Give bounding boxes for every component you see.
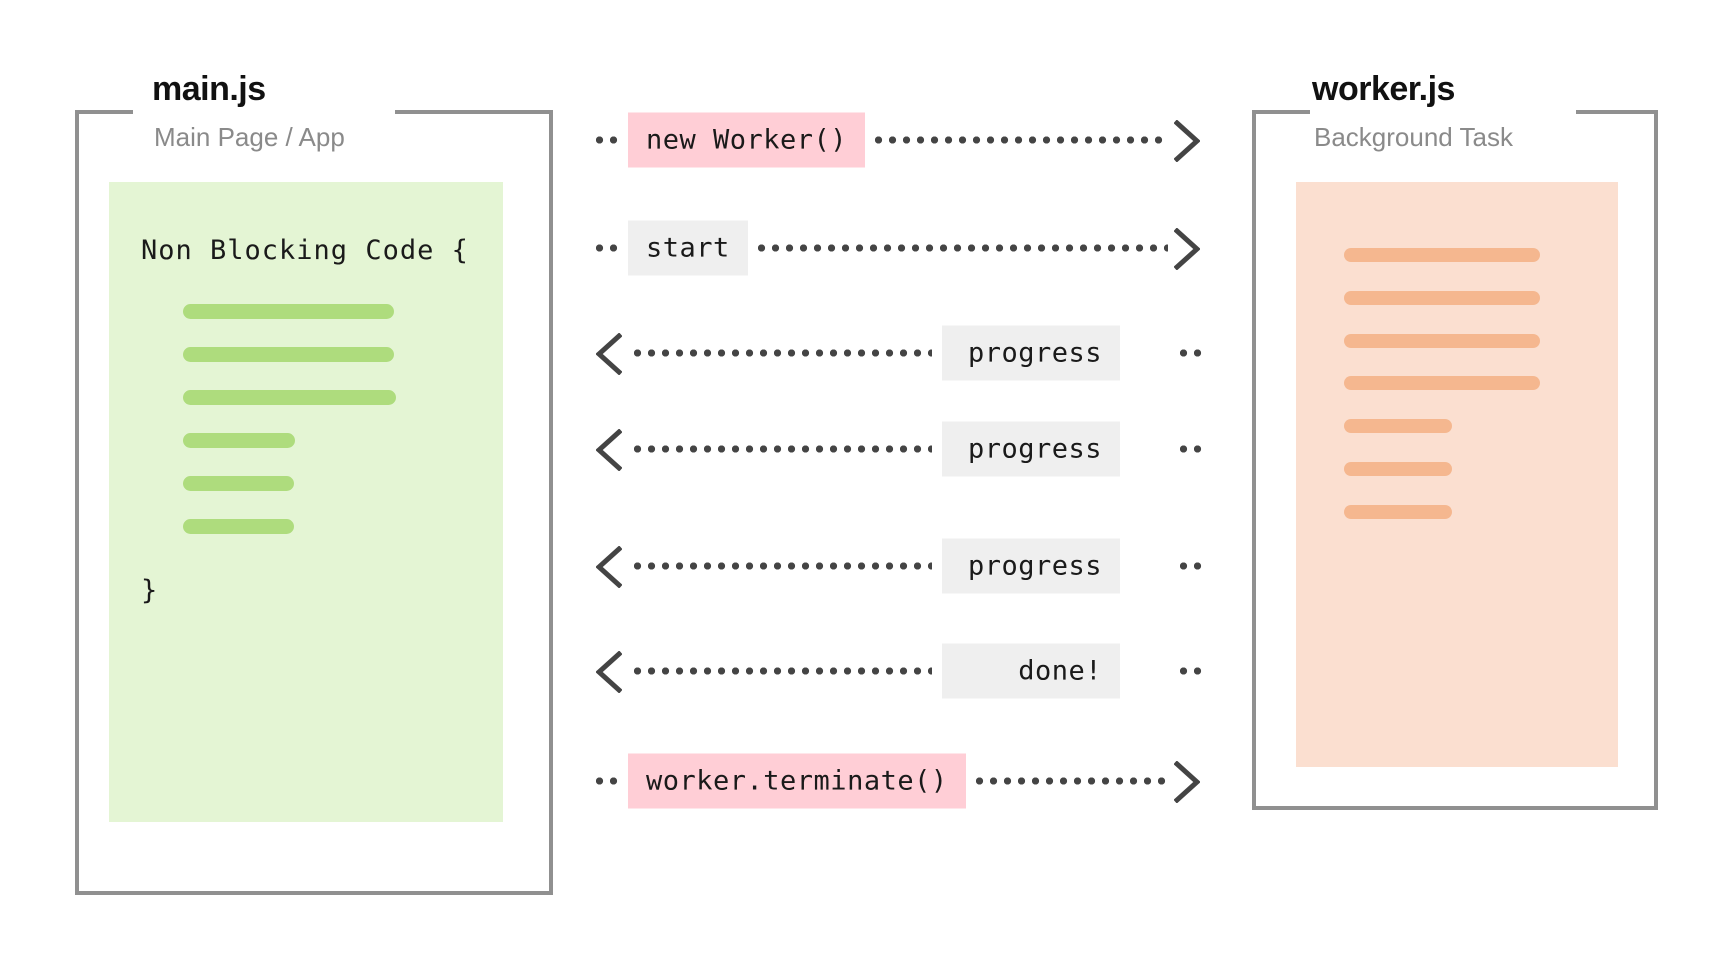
main-js-code-block: Non Blocking Code { }: [109, 182, 503, 822]
message-label[interactable]: new Worker(): [628, 112, 866, 168]
code-line-bar: [183, 347, 394, 362]
task-line-bar: [1344, 248, 1540, 262]
arrowhead-left-icon: [596, 651, 622, 693]
main-js-title: main.js: [152, 70, 266, 108]
message-row: progress: [0, 419, 1720, 479]
task-line-bar: [1344, 419, 1452, 434]
worker-js-panel: [1252, 105, 1658, 810]
message-label[interactable]: worker.terminate(): [628, 753, 966, 809]
arrowhead-left-icon: [596, 546, 622, 588]
code-line-bar: [183, 519, 294, 534]
task-line-bar: [1344, 290, 1540, 305]
arrowhead-right-icon: [1174, 228, 1200, 270]
worker-js-title-notch: [1310, 105, 1576, 115]
code-line-bar: [183, 476, 294, 491]
code-line-bar: [183, 304, 394, 319]
message-row: start: [0, 218, 1720, 278]
message-row: done!: [0, 641, 1720, 701]
message-dotted-line: [975, 777, 1168, 785]
arrowhead-left-icon: [596, 333, 622, 375]
task-line-bar: [1344, 376, 1540, 391]
code-line-bar: [183, 390, 396, 405]
code-line-bar: [183, 433, 295, 448]
message-dotted-line: [875, 136, 1168, 144]
message-dotted-line: [1180, 349, 1208, 357]
main-js-title-notch: [133, 105, 395, 115]
message-dotted-line: [596, 136, 624, 144]
arrowhead-right-icon: [1174, 761, 1200, 803]
main-js-subtitle: Main Page / App: [154, 122, 345, 152]
message-dotted-line: [634, 445, 932, 453]
worker-js-subtitle: Background Task: [1314, 122, 1513, 152]
message-label[interactable]: start: [628, 220, 748, 276]
message-dotted-line: [1180, 667, 1208, 675]
task-line-bar: [1344, 462, 1452, 476]
message-label[interactable]: progress: [942, 325, 1120, 381]
task-line-bar: [1344, 504, 1452, 519]
message-label[interactable]: done!: [942, 643, 1120, 699]
message-label[interactable]: progress: [942, 538, 1120, 594]
message-row: progress: [0, 536, 1720, 596]
message-dotted-line: [634, 667, 932, 675]
message-dotted-line: [596, 777, 624, 785]
message-dotted-line: [596, 244, 624, 252]
message-dotted-line: [1180, 445, 1208, 453]
message-dotted-line: [634, 562, 932, 570]
non-blocking-code-close-line: }: [141, 575, 159, 606]
message-dotted-line: [757, 244, 1168, 252]
message-row: progress: [0, 323, 1720, 383]
arrowhead-left-icon: [596, 429, 622, 471]
main-js-panel: Non Blocking Code { }: [75, 105, 553, 895]
message-dotted-line: [634, 349, 932, 357]
arrowhead-right-icon: [1174, 120, 1200, 162]
worker-js-task-block: [1296, 182, 1618, 767]
non-blocking-code-open-line: Non Blocking Code {: [141, 235, 469, 266]
message-dotted-line: [1180, 562, 1208, 570]
message-row: worker.terminate(): [0, 751, 1720, 811]
worker-js-title: worker.js: [1312, 70, 1455, 108]
task-line-bar: [1344, 333, 1540, 348]
message-row: new Worker(): [0, 110, 1720, 170]
message-label[interactable]: progress: [942, 421, 1120, 477]
